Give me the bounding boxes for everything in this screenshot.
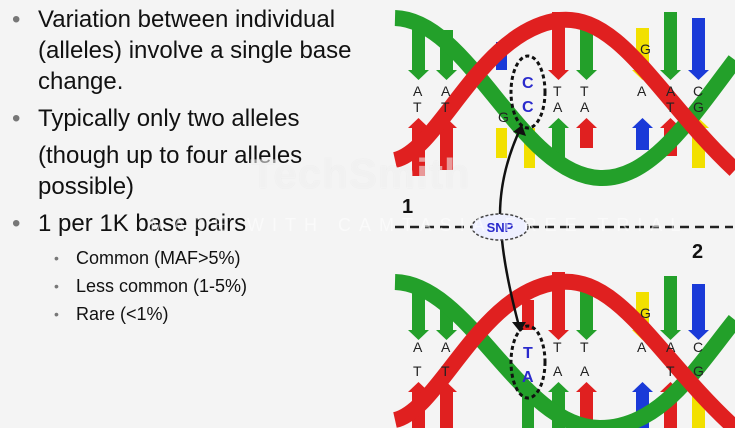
base-letter: T bbox=[580, 339, 589, 355]
red-strand bbox=[392, 11, 735, 176]
bullet-extra-text: (though up to four alleles possible) bbox=[38, 142, 303, 200]
base-letter: A bbox=[553, 99, 563, 115]
snp-highlight-bottom bbox=[509, 324, 547, 400]
chromosome-label-1: 1 bbox=[402, 196, 413, 218]
bullet-variation: • Variation between individual (alleles)… bbox=[12, 4, 382, 97]
base-letter: A bbox=[553, 363, 563, 379]
base-letter: T bbox=[666, 363, 675, 379]
base-letter: T bbox=[553, 83, 562, 99]
bottom-helix: A A T T A A C T T A A T G G T A bbox=[392, 272, 735, 428]
base-letter: C bbox=[693, 83, 703, 99]
sub-bullet-rare: • Rare (<1%) bbox=[12, 301, 382, 327]
base-letter: T bbox=[553, 339, 562, 355]
base-letter: G bbox=[693, 99, 704, 115]
top-helix: A A T T A A C T T G A A T G G C C bbox=[392, 10, 735, 186]
base-letter: A bbox=[580, 363, 590, 379]
base-letter: A bbox=[637, 83, 647, 99]
arrow-to-bottom-snp bbox=[500, 239, 522, 331]
base-letter: A bbox=[666, 83, 676, 99]
base-letter: A bbox=[666, 339, 676, 355]
bullet-text: Typically only two alleles bbox=[38, 105, 300, 132]
snp-base-bottom-lower: A bbox=[522, 369, 534, 386]
base-letter: T bbox=[441, 99, 450, 115]
base-letter: A bbox=[441, 83, 451, 99]
snp-base-top-upper: C bbox=[522, 75, 534, 92]
bullet-dot: • bbox=[12, 105, 21, 132]
bullet-dot: • bbox=[12, 6, 21, 33]
snp-label: SNP bbox=[487, 220, 514, 235]
base-letter: T bbox=[413, 99, 422, 115]
sub-bullet-dot: • bbox=[54, 250, 59, 266]
base-letter: C bbox=[693, 339, 703, 355]
base-letter: A bbox=[413, 339, 423, 355]
sub-bullet-common: • Common (MAF>5%) bbox=[12, 245, 382, 271]
bullet-text: 1 per 1K base pairs bbox=[38, 210, 247, 237]
bullet-frequency: • 1 per 1K base pairs bbox=[12, 208, 382, 239]
base-letter: T bbox=[666, 99, 675, 115]
bullet-text: Variation between individual (alleles) i… bbox=[38, 6, 352, 95]
bullet-list: • Variation between individual (alleles)… bbox=[12, 4, 382, 329]
base-letter: G bbox=[640, 41, 651, 57]
base-letter: A bbox=[637, 339, 647, 355]
sub-bullet-dot: • bbox=[54, 278, 59, 294]
chromosome-label-2: 2 bbox=[692, 241, 703, 263]
bullet-two-alleles: • Typically only two alleles (though up … bbox=[12, 103, 382, 202]
sub-bullet-less-common: • Less common (1-5%) bbox=[12, 273, 382, 299]
snp-base-bottom-upper: T bbox=[523, 345, 533, 362]
base-letter: T bbox=[580, 83, 589, 99]
snp-label-bubble bbox=[471, 213, 529, 241]
snp-highlight-top bbox=[509, 54, 547, 130]
sub-bullet-dot: • bbox=[54, 306, 59, 322]
base-letter: A bbox=[441, 339, 451, 355]
red-strand bbox=[392, 273, 735, 428]
base-letter: G bbox=[693, 363, 704, 379]
base-letter: T bbox=[441, 363, 450, 379]
base-letter: A bbox=[580, 99, 590, 115]
base-letter: T bbox=[413, 363, 422, 379]
snp-base-top-lower: C bbox=[522, 99, 534, 116]
base-letter: G bbox=[498, 109, 509, 125]
base-letter: A bbox=[413, 83, 423, 99]
sub-bullet-text: Common (MAF>5%) bbox=[76, 248, 241, 268]
sub-bullet-text: Rare (<1%) bbox=[76, 304, 169, 324]
bullet-dot: • bbox=[12, 210, 21, 237]
sub-bullet-text: Less common (1-5%) bbox=[76, 276, 248, 296]
base-letter: G bbox=[640, 305, 651, 321]
